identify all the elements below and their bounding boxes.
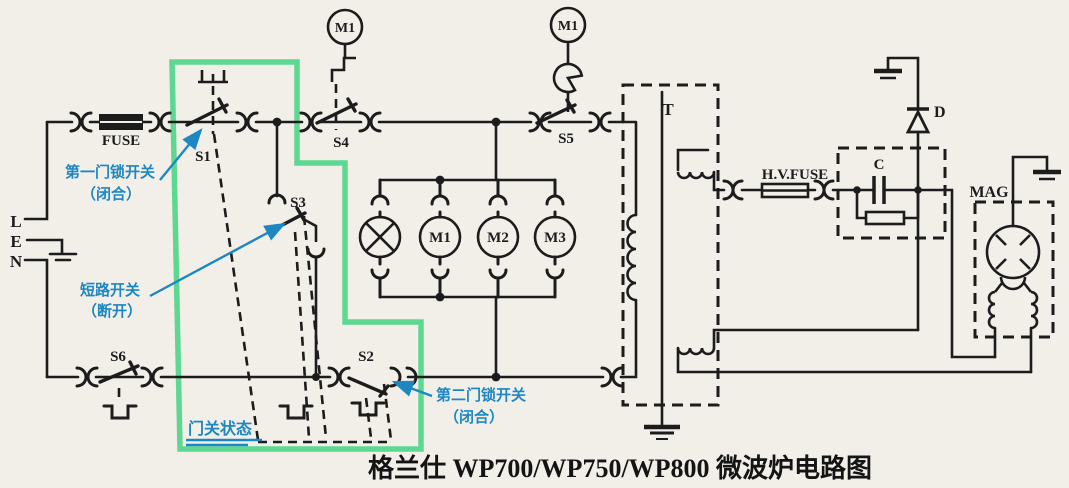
door-state-label: 门关状态 [188, 419, 252, 438]
s2-annotation-line1: 第二门锁开关 [436, 386, 526, 404]
switch-s4 [315, 44, 358, 130]
terminal-n: N [10, 252, 23, 271]
s1-label: S1 [195, 149, 211, 165]
hv-fuse-symbol [716, 182, 840, 199]
arrow-to-s3 [149, 222, 287, 298]
s3-label: S3 [290, 195, 306, 211]
diode-label: D [934, 104, 946, 121]
magnetron-unit [973, 155, 1061, 374]
s1-annotation-line2: （闭合） [81, 185, 141, 203]
m3-label: M3 [544, 230, 566, 246]
s2-label: S2 [358, 349, 374, 365]
transformer [621, 83, 720, 440]
hv-fuse-label: H.V.FUSE [762, 167, 828, 183]
motor-m1 [418, 215, 462, 259]
s5-label: S5 [558, 131, 574, 147]
switch-s1 [185, 70, 260, 441]
bleeder-resistor [864, 210, 906, 226]
switch-s5 [535, 42, 584, 125]
transformer-label: T [662, 100, 674, 119]
main-wires [23, 120, 625, 379]
terminal-e: E [10, 232, 21, 251]
switch-s2 [347, 376, 393, 441]
parallel-load-block [358, 178, 577, 299]
live-drop [23, 120, 49, 221]
s4-label: S4 [333, 135, 349, 151]
motor-m3 [533, 215, 577, 259]
fuse-symbol [99, 114, 143, 130]
annotation-arrows [149, 128, 433, 447]
arrow-to-s1 [159, 128, 203, 181]
door-state-underline [186, 438, 262, 447]
s2-annotation-line2: （闭合） [444, 408, 504, 426]
s6-label: S6 [110, 349, 126, 365]
door-state-highlight-outline [169, 59, 424, 452]
neutral-drop [23, 258, 49, 379]
s1-annotation-line1: 第一门锁开关 [65, 163, 155, 181]
timer-motor-label: M1 [558, 19, 578, 34]
capacitor-symbol [872, 176, 886, 204]
m1-label: M1 [429, 230, 451, 246]
earth-lead [25, 238, 78, 262]
arrow-to-s2 [391, 380, 433, 398]
motor-m2 [476, 215, 520, 259]
terminal-l: L [10, 212, 21, 231]
m2-label: M2 [487, 230, 509, 246]
s3-annotation-line1: 短路开关 [80, 281, 140, 299]
oven-lamp [358, 215, 402, 259]
junction-dots [272, 117, 922, 382]
diode-symbol [905, 108, 931, 134]
diagram-title: 格兰仕 WP700/WP750/WP800 微波炉电路图 [368, 453, 872, 483]
timer-motor [549, 6, 587, 44]
filament-lines [716, 328, 1033, 374]
wire-connectors [69, 111, 835, 388]
capacitor-label: C [874, 157, 885, 173]
text-labels: L E N FUSE S1 S4 S5 S6 S2 S3 T H.V.FUSE … [10, 19, 1009, 483]
turntable-motor [326, 8, 364, 46]
fuse-label: FUSE [102, 133, 140, 149]
diode-branch [874, 56, 931, 332]
s3-annotation-line2: （断开） [82, 302, 142, 320]
switch-s6 [98, 360, 140, 420]
turntable-motor-label: M1 [335, 21, 355, 36]
switch-s3 [267, 193, 328, 439]
magnetron-label: MAG [969, 184, 1009, 201]
